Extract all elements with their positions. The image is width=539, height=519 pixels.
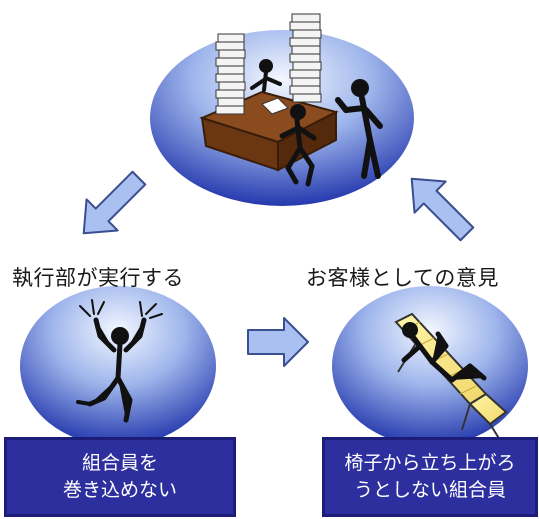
left-caption: 執行部が実行する — [12, 266, 184, 290]
right-ellipse — [332, 286, 528, 446]
frustrated-figure-illustration — [20, 286, 216, 446]
seated-figure — [250, 59, 282, 92]
crouched-figure — [279, 104, 317, 187]
office-scene-illustration — [150, 13, 414, 206]
right-caption: お客様としての意見 — [306, 266, 499, 290]
left-box-line-2: 巻き込めない — [62, 479, 177, 501]
standing-figure — [335, 79, 383, 179]
paper-stack-left — [215, 33, 246, 115]
paper-stack-right — [289, 13, 322, 103]
right-box-line-2: うとしない組合員 — [353, 479, 506, 501]
right-status-box: 椅子から立ち上がろ うとしない組合員 — [322, 437, 538, 517]
arrow-top-to-left — [82, 170, 147, 235]
arrow-left-to-right — [247, 317, 309, 367]
left-box-line-1: 組合員を — [81, 452, 158, 474]
arrow-right-to-top — [410, 177, 475, 242]
left-status-box: 組合員を 巻き込めない — [4, 437, 236, 517]
deck-chair — [394, 312, 508, 441]
right-box-line-1: 椅子から立ち上がろ — [344, 452, 516, 474]
lounging-figure-illustration — [332, 286, 528, 446]
